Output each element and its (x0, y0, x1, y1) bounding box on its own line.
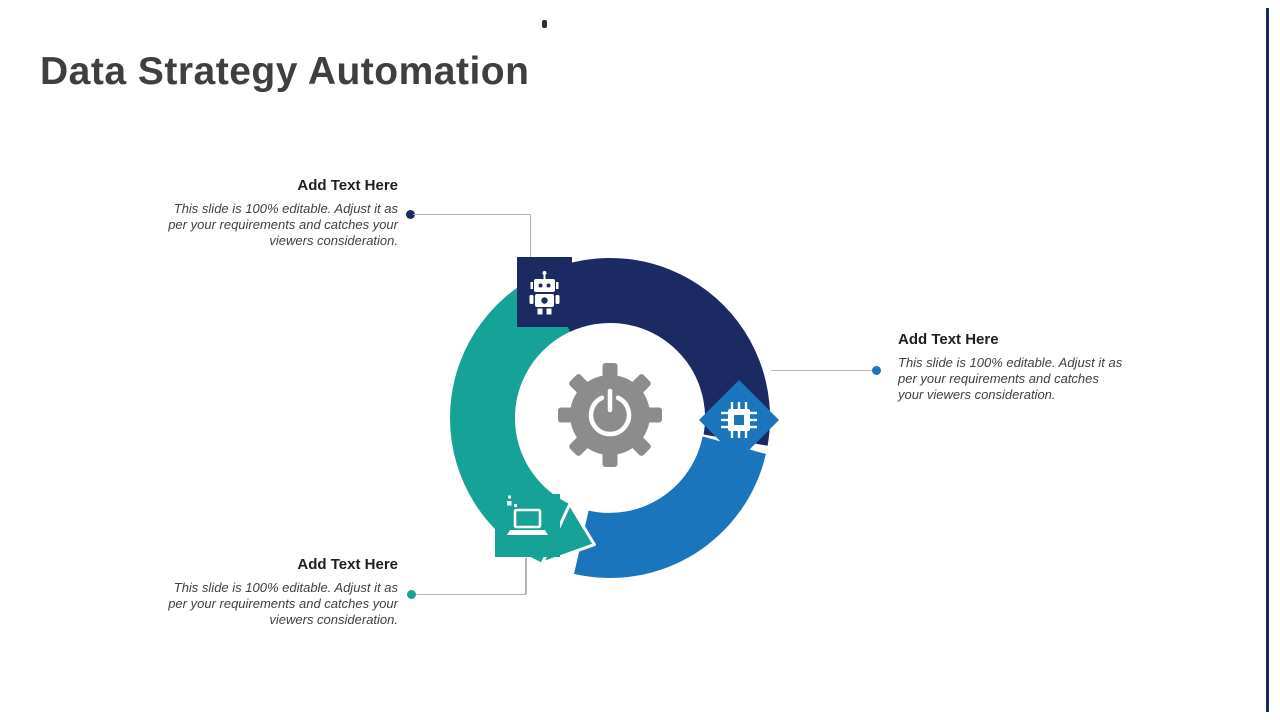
chip-icon (699, 380, 779, 460)
callout-top-left: Add Text Here This slide is 100% editabl… (158, 177, 398, 249)
cycle-diagram-svg (449, 257, 779, 579)
callout-title: Add Text Here (898, 331, 999, 348)
connector-line (525, 558, 527, 594)
segment-teal-arc (449, 273, 570, 563)
connector-line (413, 213, 531, 215)
connector-line (771, 369, 874, 371)
page-title: Data Strategy Automation (40, 50, 530, 93)
segment-navy-arc (542, 257, 771, 446)
connector-dot-teal (407, 589, 416, 599)
callout-title: Add Text Here (297, 177, 398, 194)
connector-line (529, 214, 531, 259)
connector-dot-blue (872, 365, 881, 375)
decorative-mark (542, 20, 547, 28)
callout-body: This slide is 100% editable. Adjust it a… (898, 355, 1123, 403)
connector-dot-navy (406, 209, 415, 219)
slide-edge-accent (1266, 8, 1269, 712)
callout-right: Add Text Here This slide is 100% editabl… (898, 331, 1126, 403)
segment-blue-arc (574, 436, 766, 579)
callout-title: Add Text Here (297, 556, 398, 573)
laptop-icon (495, 494, 560, 557)
cycle-diagram (380, 198, 840, 638)
robot-icon (517, 257, 572, 327)
gear-power-icon (558, 363, 662, 467)
callout-body: This slide is 100% editable. Adjust it a… (168, 201, 398, 249)
callout-body: This slide is 100% editable. Adjust it a… (168, 580, 398, 628)
connector-line (416, 593, 526, 595)
callout-bottom-left: Add Text Here This slide is 100% editabl… (155, 556, 398, 628)
